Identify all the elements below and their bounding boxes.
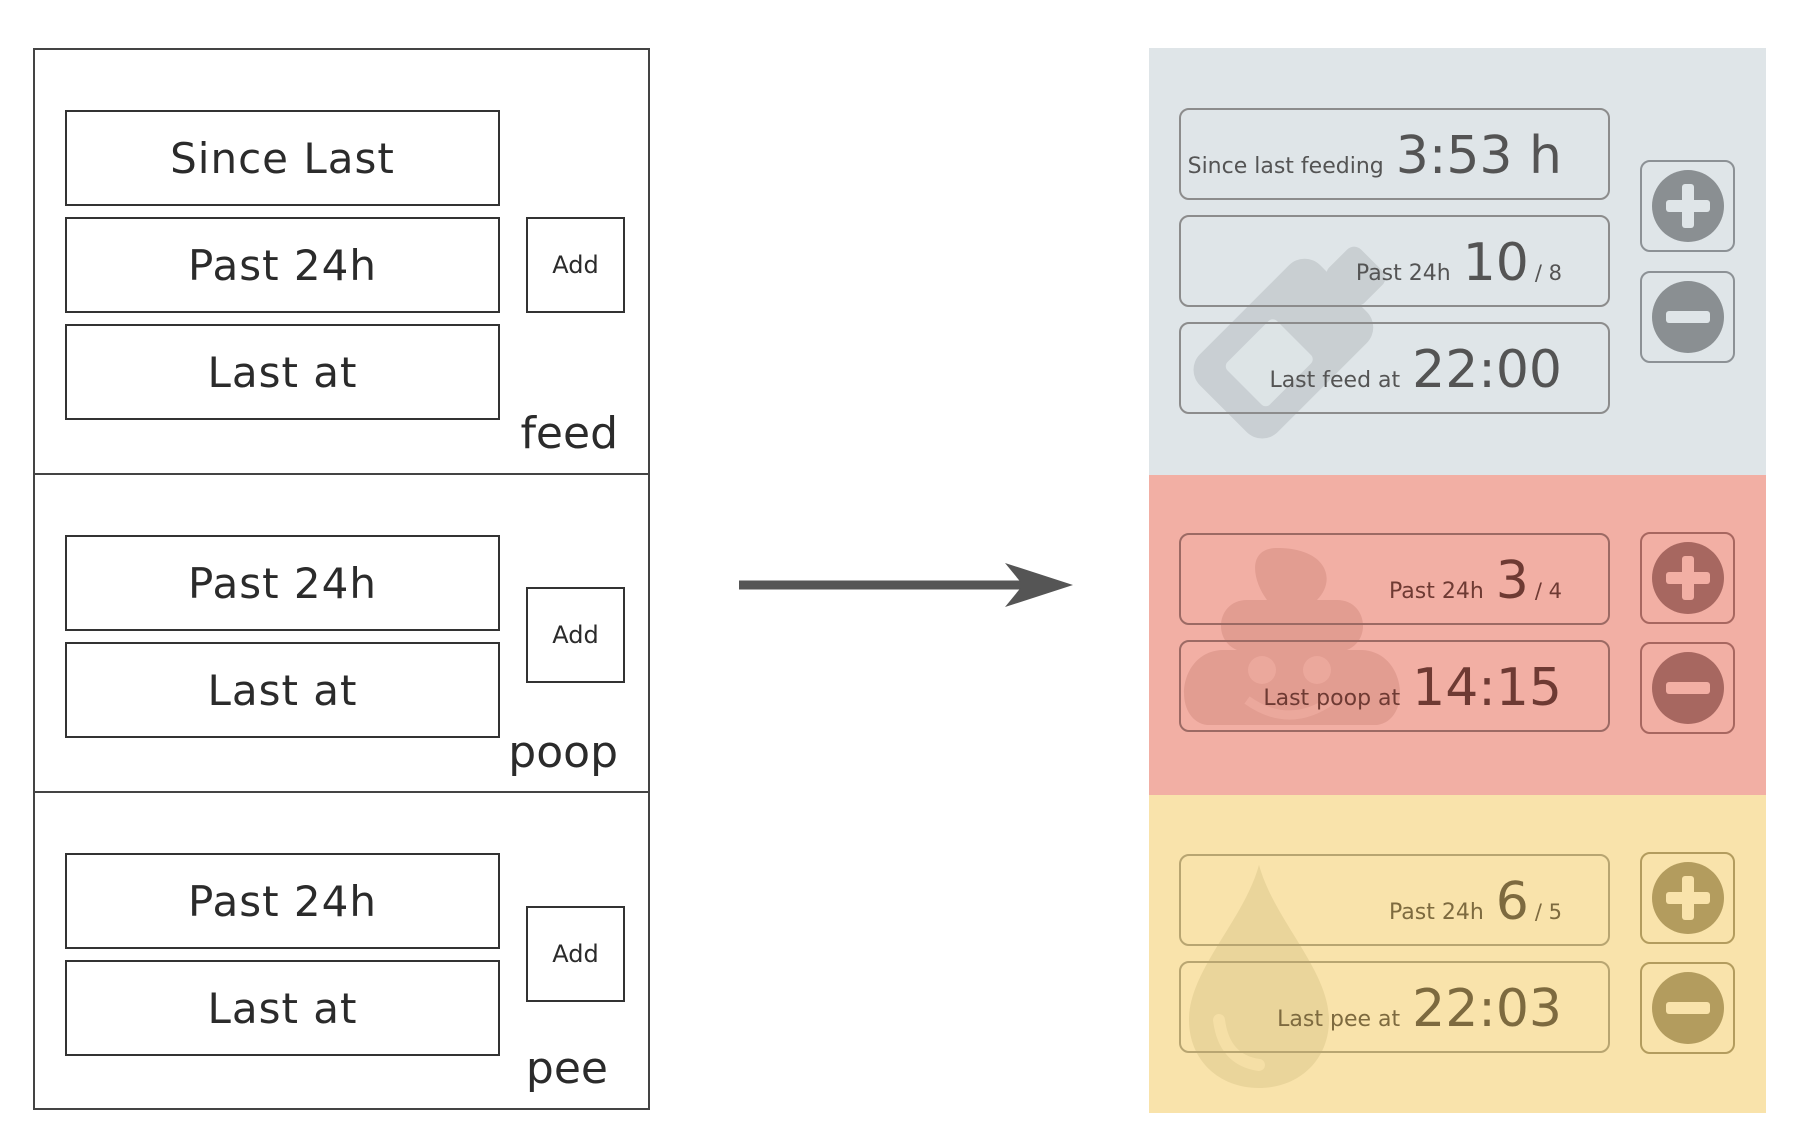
since-last-label: Since last feeding — [1187, 154, 1384, 179]
plus-icon — [1651, 170, 1724, 242]
wireframe-section-label: pee — [525, 1043, 608, 1094]
last-at-label: Last poop at — [1263, 686, 1401, 711]
past-24h-label: Past 24h — [1389, 579, 1484, 604]
last-at-value: 14:15 — [1412, 658, 1562, 718]
past-24h-value: 3 — [1495, 551, 1529, 611]
past-24h-label: Past 24h — [1389, 900, 1484, 925]
since-last-card: Since last feeding 3:53 h — [1179, 108, 1610, 200]
arrow-right-icon — [739, 563, 1073, 607]
last-at-value: 22:03 — [1412, 979, 1562, 1039]
past-24h-value: 10 — [1462, 233, 1529, 293]
pee-section: Past 24h 6 / 5 Last pee at 22:03 — [1149, 795, 1766, 1113]
last-at-card: Last feed at 22:00 — [1179, 322, 1610, 414]
wireframe-section-label: poop — [508, 727, 618, 778]
wireframe-add-button: Add — [526, 906, 625, 1002]
past-24h-card: Past 24h 10 / 8 — [1179, 215, 1610, 307]
plus-icon — [1651, 542, 1724, 614]
wireframe-past-24h-box: Past 24h — [65, 217, 500, 313]
wireframe-pee-section: Past 24h Last at Add pee — [33, 791, 650, 1110]
feed-section: Since last feeding 3:53 h Past 24h 10 / … — [1149, 48, 1766, 475]
past-24h-target: / 8 — [1534, 261, 1562, 285]
remove-feed-button[interactable] — [1640, 271, 1735, 363]
remove-pee-button[interactable] — [1640, 962, 1735, 1054]
wireframe-last-at-box: Last at — [65, 960, 500, 1056]
wireframe-past-24h-box: Past 24h — [65, 535, 500, 631]
last-at-label: Last feed at — [1269, 368, 1401, 393]
wireframe-poop-section: Past 24h Last at Add poop — [33, 473, 650, 793]
wireframe-add-button: Add — [526, 587, 625, 683]
past-24h-card: Past 24h 3 / 4 — [1179, 533, 1610, 625]
since-last-value: 3:53 h — [1395, 126, 1562, 186]
minus-icon — [1651, 652, 1724, 724]
past-24h-target: / 4 — [1534, 579, 1562, 603]
wireframe-past-24h-box: Past 24h — [65, 853, 500, 949]
last-at-value: 22:00 — [1412, 340, 1562, 400]
wireframe-feed-section: Since Last Past 24h Last at Add feed — [33, 48, 650, 475]
minus-icon — [1651, 972, 1724, 1044]
past-24h-label: Past 24h — [1355, 261, 1451, 286]
last-at-card: Last poop at 14:15 — [1179, 640, 1610, 732]
past-24h-value: 6 — [1495, 872, 1529, 932]
minus-icon — [1651, 281, 1724, 353]
plus-icon — [1651, 862, 1724, 934]
remove-poop-button[interactable] — [1640, 642, 1735, 734]
last-at-card: Last pee at 22:03 — [1179, 961, 1610, 1053]
wireframe-add-button: Add — [526, 217, 625, 313]
past-24h-card: Past 24h 6 / 5 — [1179, 854, 1610, 946]
wireframe-since-last-box: Since Last — [65, 110, 500, 206]
last-at-label: Last pee at — [1277, 1007, 1401, 1032]
past-24h-target: / 5 — [1534, 900, 1562, 924]
add-feed-button[interactable] — [1640, 160, 1735, 252]
wireframe-last-at-box: Last at — [65, 324, 500, 420]
add-pee-button[interactable] — [1640, 852, 1735, 944]
wireframe-last-at-box: Last at — [65, 642, 500, 738]
add-poop-button[interactable] — [1640, 532, 1735, 624]
poop-section: Past 24h 3 / 4 Last poop at 14:15 — [1149, 475, 1766, 795]
wireframe-section-label: feed — [520, 408, 618, 459]
